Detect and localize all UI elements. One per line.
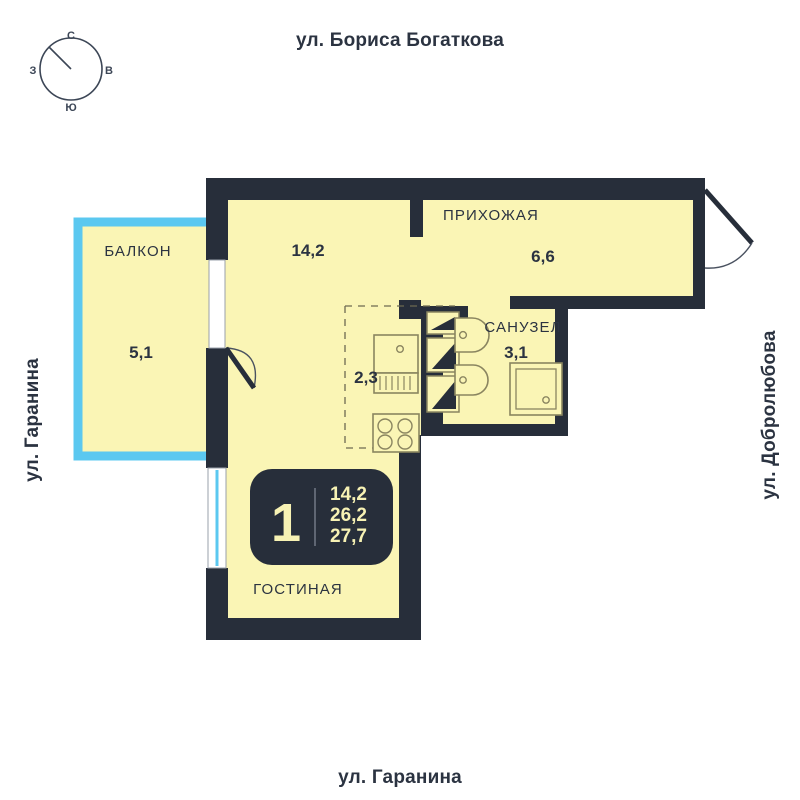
street-label-top: ул. Бориса Богаткова [296, 30, 504, 51]
duct-triangle-top [431, 317, 455, 330]
entrance-door-arc [704, 242, 753, 269]
compass-needle [48, 46, 72, 70]
compass-label-north: С [67, 30, 75, 42]
doors [223, 188, 754, 390]
wall-hall-right [693, 178, 705, 308]
wall-partition-stub [410, 192, 423, 237]
balcony-railing [73, 217, 215, 461]
street-label-right: ул. Добролюбова [759, 330, 780, 499]
wall-top-outer [206, 178, 705, 200]
bath-shower-drain [542, 396, 550, 404]
balcony-floor [78, 222, 215, 456]
stove-burner [377, 418, 393, 434]
wall-bath-top-right [510, 296, 705, 309]
wall-right-living [399, 435, 421, 640]
badge-area-living: 14,2 [330, 484, 367, 505]
wall-kitchen-stub [399, 300, 421, 319]
compass-label-west: З [30, 65, 37, 77]
badge-room-count: 1 [271, 493, 301, 553]
room-balcony [73, 217, 215, 461]
kitchen-sink-basin [373, 334, 419, 374]
duct-triangle-middle [432, 342, 456, 369]
compass-label-east: В [105, 65, 113, 77]
entrance-door-leaf [703, 188, 754, 245]
bath-toilet [454, 364, 489, 396]
balcony-door-leaf [223, 346, 257, 390]
room-label-bath: САНУЗЕЛ [484, 319, 561, 336]
room-label-hall: ПРИХОЖАЯ [443, 207, 539, 224]
compass-rose: С Ю З В [30, 30, 113, 114]
bath-sink [454, 317, 490, 353]
room-area-hall: 6,6 [531, 247, 555, 266]
apartment-badge[interactable]: 1 14,2 26,2 27,7 [250, 469, 393, 565]
room-area-balcony: 5,1 [129, 343, 153, 362]
badge-area-total: 26,2 [330, 505, 367, 526]
wall-bottom-living [206, 618, 421, 640]
balcony-door-arc [225, 347, 257, 389]
wall-bath-bottom [421, 424, 568, 436]
badge-background [250, 469, 393, 565]
stove-burner [397, 434, 413, 450]
badge-area-with-balcony: 27,7 [330, 526, 367, 547]
room-label-balcony: БАЛКОН [104, 243, 171, 260]
street-label-bottom: ул. Гаранина [338, 767, 462, 788]
stove-burner [397, 418, 413, 434]
bathroom-fixtures [454, 317, 563, 416]
duct-triangle-bottom [432, 380, 456, 409]
kitchen-zone [344, 305, 455, 453]
bath-toilet-drain [459, 376, 467, 384]
kitchen-sink-tap [396, 345, 405, 354]
stove-burner [377, 434, 393, 450]
room-area-kitchen: 2,3 [354, 368, 378, 387]
room-area-living: 14,2 [291, 241, 324, 260]
room-label-living: ГОСТИНАЯ [253, 581, 343, 598]
street-label-left: ул. Гаранина [22, 358, 43, 482]
riser-shaft [426, 311, 460, 413]
bath-shower-tray-inner [515, 368, 557, 410]
windows [207, 259, 227, 569]
wall-left-middle [206, 348, 228, 468]
wall-left-upper [206, 178, 228, 260]
bath-sink-drain [458, 330, 468, 340]
balcony-door-panel [208, 259, 226, 349]
room-area-bath: 3,1 [504, 343, 528, 362]
kitchen-sink-drainer [373, 372, 419, 394]
compass-label-south: Ю [65, 102, 76, 114]
